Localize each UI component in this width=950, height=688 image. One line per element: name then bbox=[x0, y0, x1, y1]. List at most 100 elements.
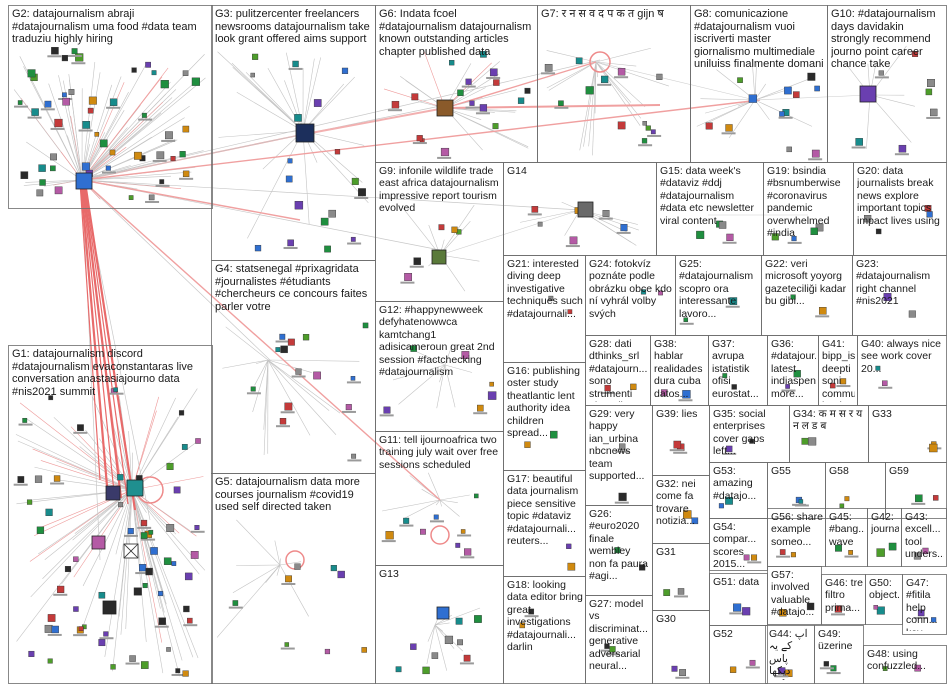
node bbox=[61, 92, 67, 98]
node bbox=[604, 384, 611, 392]
avatar-node bbox=[295, 123, 315, 143]
node bbox=[524, 441, 531, 448]
node bbox=[929, 443, 938, 453]
edge bbox=[131, 489, 163, 643]
edge bbox=[595, 61, 632, 103]
edge bbox=[81, 112, 162, 181]
edge bbox=[439, 364, 446, 383]
edge bbox=[81, 181, 123, 499]
node-label bbox=[473, 412, 488, 415]
node bbox=[620, 224, 628, 232]
node bbox=[395, 666, 402, 673]
node bbox=[148, 529, 154, 535]
edge bbox=[81, 104, 446, 181]
node bbox=[465, 78, 472, 85]
node-label bbox=[381, 540, 396, 543]
node-label bbox=[40, 108, 55, 111]
edge bbox=[595, 61, 646, 107]
node bbox=[737, 77, 743, 83]
edge bbox=[434, 624, 448, 671]
node bbox=[567, 562, 576, 571]
node bbox=[575, 57, 583, 65]
node bbox=[173, 486, 181, 494]
node-label bbox=[615, 450, 630, 453]
node bbox=[105, 165, 111, 171]
node bbox=[875, 228, 882, 235]
node bbox=[351, 453, 357, 459]
node-label bbox=[399, 524, 414, 527]
node-label bbox=[123, 534, 138, 537]
node bbox=[798, 499, 804, 504]
node bbox=[71, 48, 78, 55]
group-label-g50: G50: object... bbox=[869, 577, 900, 602]
node bbox=[464, 548, 472, 556]
node bbox=[148, 194, 155, 201]
group-label-g59: G59 bbox=[889, 465, 909, 477]
node bbox=[791, 235, 797, 242]
edge bbox=[131, 388, 198, 491]
edge bbox=[869, 94, 915, 107]
node-layer bbox=[13, 46, 942, 679]
node bbox=[47, 614, 56, 622]
node bbox=[413, 257, 421, 265]
node-label bbox=[745, 666, 760, 669]
node-label bbox=[347, 242, 362, 245]
node-label bbox=[276, 425, 291, 428]
node bbox=[922, 547, 929, 554]
edge bbox=[73, 489, 133, 578]
cross-mark bbox=[123, 543, 139, 559]
edge bbox=[26, 141, 83, 181]
node bbox=[806, 602, 815, 611]
group-box-g59 bbox=[885, 462, 947, 519]
node bbox=[62, 97, 70, 106]
group-label-g30: G30 bbox=[656, 613, 676, 625]
node bbox=[808, 437, 817, 446]
group-label-g31: G31 bbox=[656, 546, 676, 558]
node bbox=[658, 290, 663, 296]
node bbox=[280, 345, 288, 354]
node bbox=[182, 170, 190, 178]
avatar-node bbox=[577, 201, 594, 218]
node bbox=[22, 417, 28, 423]
node-label bbox=[614, 76, 629, 79]
edge bbox=[83, 181, 129, 505]
edge bbox=[716, 69, 756, 101]
node bbox=[487, 391, 497, 400]
node bbox=[661, 389, 668, 396]
node bbox=[618, 492, 627, 501]
node bbox=[682, 390, 691, 399]
node-label bbox=[675, 676, 690, 679]
node bbox=[537, 221, 543, 227]
edge bbox=[81, 171, 192, 181]
edge bbox=[302, 57, 322, 132]
node bbox=[17, 100, 23, 105]
node bbox=[140, 661, 149, 669]
node bbox=[279, 333, 286, 340]
edge bbox=[81, 179, 441, 251]
edge bbox=[104, 489, 133, 658]
node-label bbox=[926, 116, 941, 119]
node-label bbox=[154, 625, 169, 628]
edge bbox=[222, 359, 269, 369]
node bbox=[931, 617, 937, 623]
edge bbox=[754, 77, 812, 101]
edge bbox=[81, 175, 171, 181]
node bbox=[351, 177, 359, 185]
edge bbox=[276, 564, 281, 576]
node bbox=[914, 664, 921, 672]
node-label bbox=[826, 672, 841, 675]
edge bbox=[19, 402, 133, 491]
node bbox=[103, 631, 109, 637]
node-label bbox=[145, 200, 160, 203]
node bbox=[191, 77, 200, 86]
node bbox=[182, 670, 189, 677]
node-label bbox=[465, 106, 480, 109]
node bbox=[818, 307, 827, 315]
node bbox=[917, 609, 925, 617]
edge bbox=[40, 460, 133, 491]
edge bbox=[754, 61, 757, 101]
node bbox=[751, 554, 758, 561]
avatar-node bbox=[859, 85, 877, 103]
edge bbox=[254, 359, 269, 386]
